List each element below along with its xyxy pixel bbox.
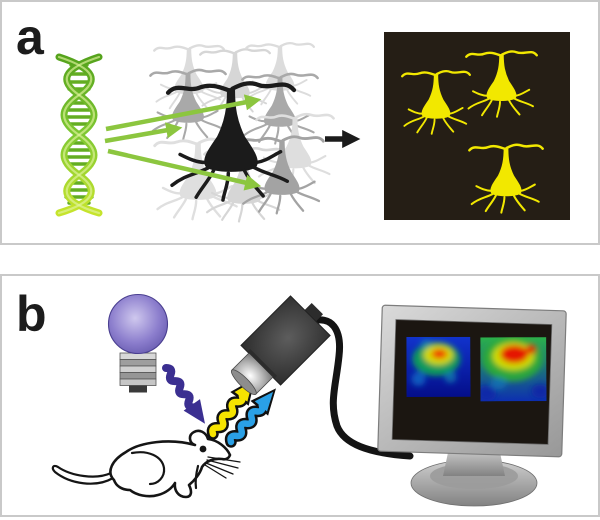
panel-b-label: b: [16, 286, 47, 342]
camera-cable: [306, 316, 414, 460]
panel-b: b: [0, 274, 600, 517]
mouse-icon: [51, 429, 241, 499]
gene-targeting-arrows-icon: [104, 94, 262, 191]
emission-arrow-cyan-icon: [222, 388, 276, 449]
activity-map-right: [480, 337, 547, 402]
fluorescence-image: [384, 32, 570, 220]
panel-a: a: [0, 0, 600, 245]
illumination-arrow-icon: [158, 362, 206, 424]
dna-helix-icon: [55, 53, 103, 217]
panel-a-label: a: [16, 9, 44, 65]
monitor: [377, 304, 567, 458]
panel-b-graphic: [51, 293, 567, 507]
camera-icon: [230, 295, 331, 396]
monitor-stand: [410, 448, 538, 507]
activity-map-left: [406, 336, 471, 398]
neuron-population: [149, 41, 335, 223]
light-bulb-icon: [107, 293, 169, 393]
panel-a-graphic: [55, 32, 570, 223]
